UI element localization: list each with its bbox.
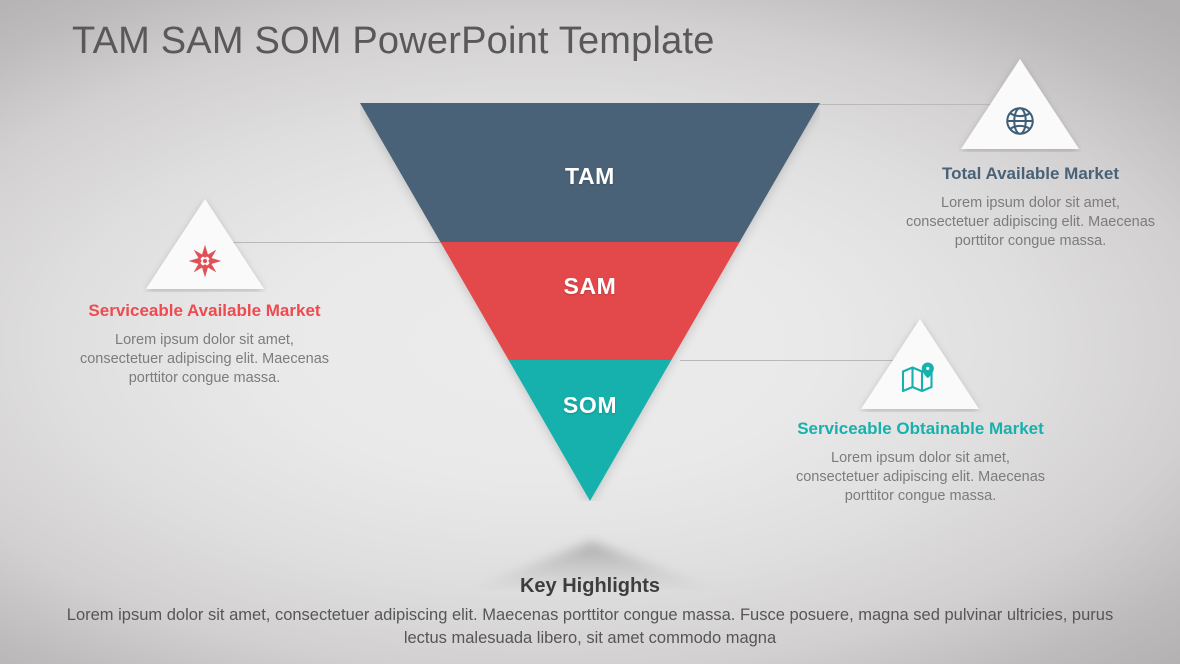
- connector-line-tam: [760, 104, 1010, 105]
- funnel-chart: TAM SAM SOM: [360, 103, 820, 501]
- callout-body-sam: Lorem ipsum dolor sit amet, consectetuer…: [79, 331, 330, 387]
- callout-sam: Serviceable Available Market Lorem ipsum…: [72, 300, 337, 389]
- funnel-band-sam: [440, 242, 740, 360]
- page-title: TAM SAM SOM PowerPoint Template: [72, 20, 715, 62]
- funnel-band-som: [508, 360, 672, 501]
- connector-line-som: [680, 360, 915, 361]
- funnel-band-tam: [360, 103, 820, 242]
- map-pin-icon: [858, 362, 982, 396]
- callout-title-som: Serviceable Obtainable Market: [797, 419, 1044, 438]
- callout-tam: Total Available Market Lorem ipsum dolor…: [898, 163, 1163, 252]
- compass-icon: [143, 243, 267, 279]
- callout-body-som: Lorem ipsum dolor sit amet, consectetuer…: [795, 449, 1046, 505]
- globe-icon: [958, 104, 1082, 138]
- callout-badge-tam[interactable]: [958, 56, 1082, 152]
- funnel-label-sam: SAM: [563, 273, 617, 299]
- callout-title-sam: Serviceable Available Market: [88, 301, 321, 320]
- callout-badge-sam[interactable]: [143, 196, 267, 292]
- key-highlights-body: Lorem ipsum dolor sit amet, consectetuer…: [66, 606, 1114, 648]
- connector-line-sam: [215, 242, 475, 243]
- funnel-label-tam: TAM: [565, 163, 615, 189]
- key-highlights-arrow-icon: [462, 534, 722, 590]
- callout-title-tam: Total Available Market: [942, 164, 1119, 183]
- callout-som: Serviceable Obtainable Market Lorem ipsu…: [788, 418, 1053, 507]
- callout-badge-som[interactable]: [858, 316, 982, 412]
- key-highlights-title: Key Highlights: [519, 575, 660, 597]
- funnel-label-som: SOM: [562, 392, 618, 418]
- callout-body-tam: Lorem ipsum dolor sit amet, consectetuer…: [905, 194, 1156, 250]
